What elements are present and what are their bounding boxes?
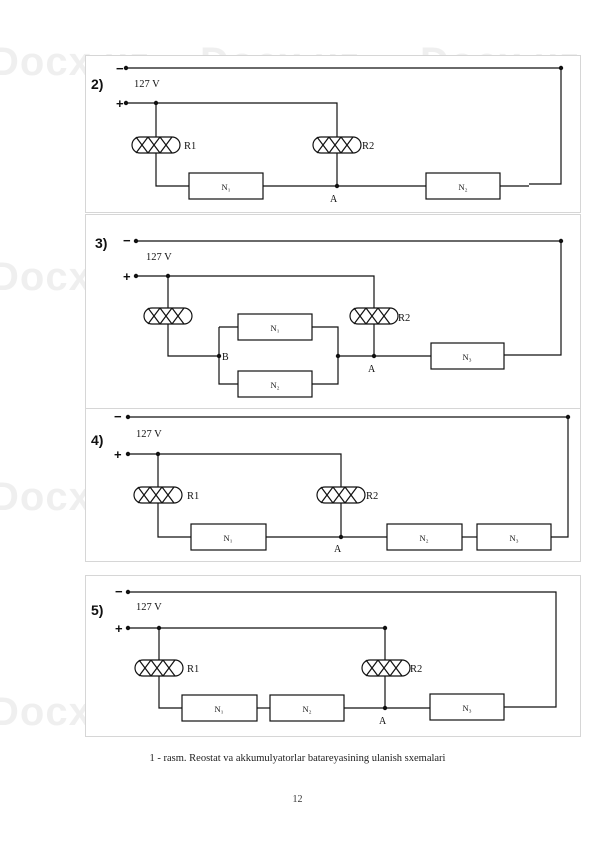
r2-label: R2 bbox=[362, 141, 374, 152]
battery-n3-box bbox=[430, 342, 505, 370]
voltage-label: 127 V bbox=[134, 79, 160, 90]
battery-n2-box bbox=[237, 370, 313, 398]
node-b-label: B bbox=[222, 352, 229, 363]
circuit-diagram-4: 4) − + 127 V R1 R2 N₁ N₂ bbox=[85, 408, 581, 562]
n1-label: N₁ bbox=[270, 323, 279, 333]
battery-n2-box bbox=[269, 694, 345, 722]
n1-label: N₁ bbox=[214, 704, 223, 714]
voltage-label: 127 V bbox=[136, 602, 162, 613]
n1-label: N₁ bbox=[223, 533, 232, 543]
n2-label: N₂ bbox=[270, 380, 279, 390]
n2-label: N₂ bbox=[419, 533, 428, 543]
n2-label: N₂ bbox=[458, 182, 467, 192]
n3-label: N₃ bbox=[462, 352, 471, 362]
diagram-number: 4) bbox=[91, 432, 103, 448]
r2-label: R2 bbox=[366, 491, 378, 502]
minus-terminal-label: − bbox=[115, 584, 123, 599]
rheostat-r2 bbox=[312, 136, 362, 154]
circuit-diagram-2: 2) − + 127 V R1 R2 N₁ bbox=[85, 55, 581, 213]
plus-terminal-label: + bbox=[116, 96, 124, 111]
plus-terminal-label: + bbox=[115, 621, 123, 636]
n3-label: N₃ bbox=[462, 703, 471, 713]
voltage-label: 127 V bbox=[136, 429, 162, 440]
minus-terminal-label: − bbox=[123, 233, 131, 248]
circuit-diagram-3: 3) − + 127 V R2 bbox=[85, 214, 581, 409]
battery-n2-box bbox=[425, 172, 501, 200]
figure-caption: 1 - rasm. Reostat va akkumulyatorlar bat… bbox=[149, 753, 446, 764]
battery-n1-box bbox=[190, 523, 267, 551]
r2-label: R2 bbox=[398, 313, 410, 324]
battery-n1-box bbox=[181, 694, 258, 722]
node-a-label: A bbox=[330, 194, 338, 205]
rheostat-r2 bbox=[316, 486, 366, 504]
rheostat-r2 bbox=[349, 307, 399, 325]
voltage-label: 127 V bbox=[146, 252, 172, 263]
battery-n1-box bbox=[237, 313, 313, 341]
r1-label: R1 bbox=[184, 141, 196, 152]
rheostat-r2 bbox=[361, 659, 411, 677]
r1-label: R1 bbox=[187, 491, 199, 502]
circuit-diagram-5: 5) − + 127 V R1 R2 N₁ N₂ bbox=[85, 575, 581, 737]
r2-label: R2 bbox=[410, 664, 422, 675]
diagram-number: 5) bbox=[91, 602, 103, 618]
node-a-label: A bbox=[368, 364, 376, 375]
n2-label: N₂ bbox=[302, 704, 311, 714]
minus-terminal-label: − bbox=[114, 409, 122, 424]
node-a-label: A bbox=[379, 716, 387, 727]
diagram-number: 3) bbox=[95, 235, 107, 251]
minus-terminal-label: − bbox=[116, 61, 124, 76]
battery-n1-box bbox=[188, 172, 264, 200]
rheostat-r1 bbox=[133, 486, 183, 504]
r1-label: R1 bbox=[187, 664, 199, 675]
battery-n3-box bbox=[429, 693, 505, 721]
rheostat-r1 bbox=[134, 659, 184, 677]
n3-label: N₃ bbox=[509, 533, 518, 543]
n1-label: N₁ bbox=[221, 182, 230, 192]
plus-terminal-label: + bbox=[114, 447, 122, 462]
battery-n2-box bbox=[386, 523, 463, 551]
page-number: 12 bbox=[292, 794, 303, 805]
diagram-number: 2) bbox=[91, 76, 103, 92]
rheostat-r1 bbox=[143, 307, 193, 325]
plus-terminal-label: + bbox=[123, 269, 131, 284]
node-a-label: A bbox=[334, 544, 342, 555]
rheostat-r1 bbox=[131, 136, 181, 154]
battery-n3-box bbox=[476, 523, 552, 551]
